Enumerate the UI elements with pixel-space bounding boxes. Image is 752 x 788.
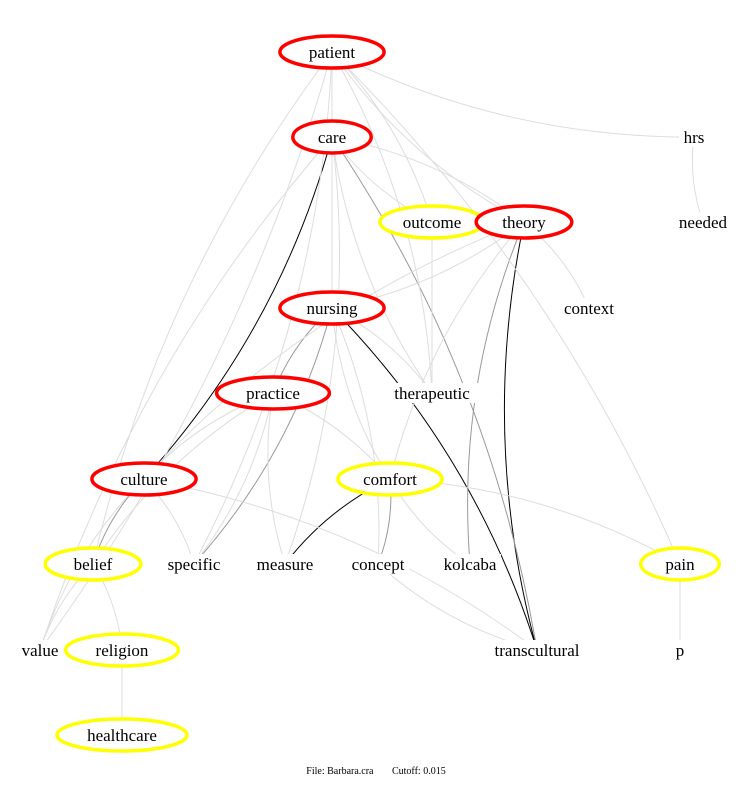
node-practice[interactable]: practice (214, 375, 332, 411)
node-therapeutic[interactable]: therapeutic (385, 383, 479, 403)
node-label: measure (257, 555, 314, 574)
node-background (385, 383, 479, 403)
node-background (254, 554, 316, 574)
edge-hrs-needed (691, 136, 704, 223)
node-value[interactable]: value (17, 640, 63, 660)
node-pain[interactable]: pain (639, 546, 721, 582)
node-label: practice (246, 384, 300, 403)
node-patient[interactable]: patient (278, 34, 386, 70)
node-outcome[interactable]: outcome (378, 204, 486, 240)
node-background (439, 554, 501, 574)
node-ellipse (55, 717, 189, 753)
edge-patient-theory (331, 51, 525, 223)
node-ellipse (639, 546, 721, 582)
node-label: concept (352, 555, 405, 574)
node-background (17, 640, 63, 660)
node-background (558, 298, 620, 318)
node-background (679, 127, 709, 147)
node-ellipse (214, 375, 332, 411)
node-label: culture (120, 470, 167, 489)
node-background (347, 554, 409, 574)
node-ellipse (278, 34, 386, 70)
edge-comfort-pain (389, 478, 681, 565)
node-ellipse (63, 632, 181, 668)
node-context[interactable]: context (558, 298, 620, 318)
node-ellipse (474, 204, 574, 240)
node-label: outcome (403, 213, 462, 232)
node-label: kolcaba (444, 555, 497, 574)
node-label: pain (665, 555, 695, 574)
edge-theory-culture (143, 221, 525, 480)
edge-patient-hrs (331, 51, 695, 138)
footer: File: Barbara.cra Cutoff: 0.015 (0, 766, 752, 777)
node-label: needed (679, 213, 728, 232)
node-label: value (22, 641, 59, 660)
node-religion[interactable]: religion (63, 632, 181, 668)
node-label: care (318, 128, 346, 147)
node-label: transcultural (495, 641, 580, 660)
edge-nursing-transcultural (331, 307, 538, 651)
node-label: belief (74, 555, 113, 574)
node-label: healthcare (87, 726, 157, 745)
node-background (673, 640, 687, 660)
node-kolcaba[interactable]: kolcaba (439, 554, 501, 574)
edge-care-transcultural (331, 136, 538, 651)
node-label: hrs (684, 128, 705, 147)
node-ellipse (278, 290, 386, 326)
edge-concept-transcultural (377, 563, 538, 651)
edge-care-culture (143, 136, 333, 480)
node-concept[interactable]: concept (347, 554, 409, 574)
node-ellipse (43, 546, 143, 582)
edge-theory-transcultural (503, 221, 538, 651)
cutoff-label: Cutoff: 0.015 (391, 766, 446, 777)
file-label: File: Barbara.cra (306, 766, 374, 777)
node-healthcare[interactable]: healthcare (55, 717, 189, 753)
node-p[interactable]: p (673, 640, 687, 660)
edge-care-therapeutic (331, 136, 433, 394)
node-label: context (564, 299, 614, 318)
node-nursing[interactable]: nursing (278, 290, 386, 326)
edge-nursing-concept (331, 307, 380, 565)
edge-patient-pain (331, 51, 681, 565)
edge-practice-measure (267, 392, 286, 565)
node-label: patient (309, 43, 356, 62)
node-transcultural[interactable]: transcultural (482, 640, 592, 660)
node-comfort[interactable]: comfort (336, 461, 444, 497)
edge-practice-specific (193, 392, 274, 565)
node-culture[interactable]: culture (90, 461, 198, 497)
edge-patient-outcome (331, 51, 433, 223)
node-ellipse (291, 119, 373, 155)
node-care[interactable]: care (291, 119, 373, 155)
node-ellipse (336, 461, 444, 497)
edge-care-measure (284, 136, 340, 565)
edge-nursing-specific (193, 307, 333, 565)
node-hrs[interactable]: hrs (679, 127, 709, 147)
edge-nursing-comfort (331, 307, 391, 480)
edge-culture-transcultural (143, 478, 538, 651)
node-measure[interactable]: measure (254, 554, 316, 574)
node-label: comfort (363, 470, 417, 489)
node-label: religion (96, 641, 149, 660)
node-belief[interactable]: belief (43, 546, 143, 582)
node-label: theory (502, 213, 546, 232)
edge-theory-comfort (389, 221, 525, 480)
node-background (159, 554, 229, 574)
node-label: therapeutic (394, 384, 470, 403)
node-needed[interactable]: needed (676, 212, 730, 232)
node-label: p (676, 641, 685, 660)
node-label: specific (168, 555, 221, 574)
node-label: nursing (307, 299, 359, 318)
node-background (676, 212, 730, 232)
node-specific[interactable]: specific (159, 554, 229, 574)
node-theory[interactable]: theory (474, 204, 574, 240)
node-background (482, 640, 592, 660)
node-ellipse (90, 461, 198, 497)
